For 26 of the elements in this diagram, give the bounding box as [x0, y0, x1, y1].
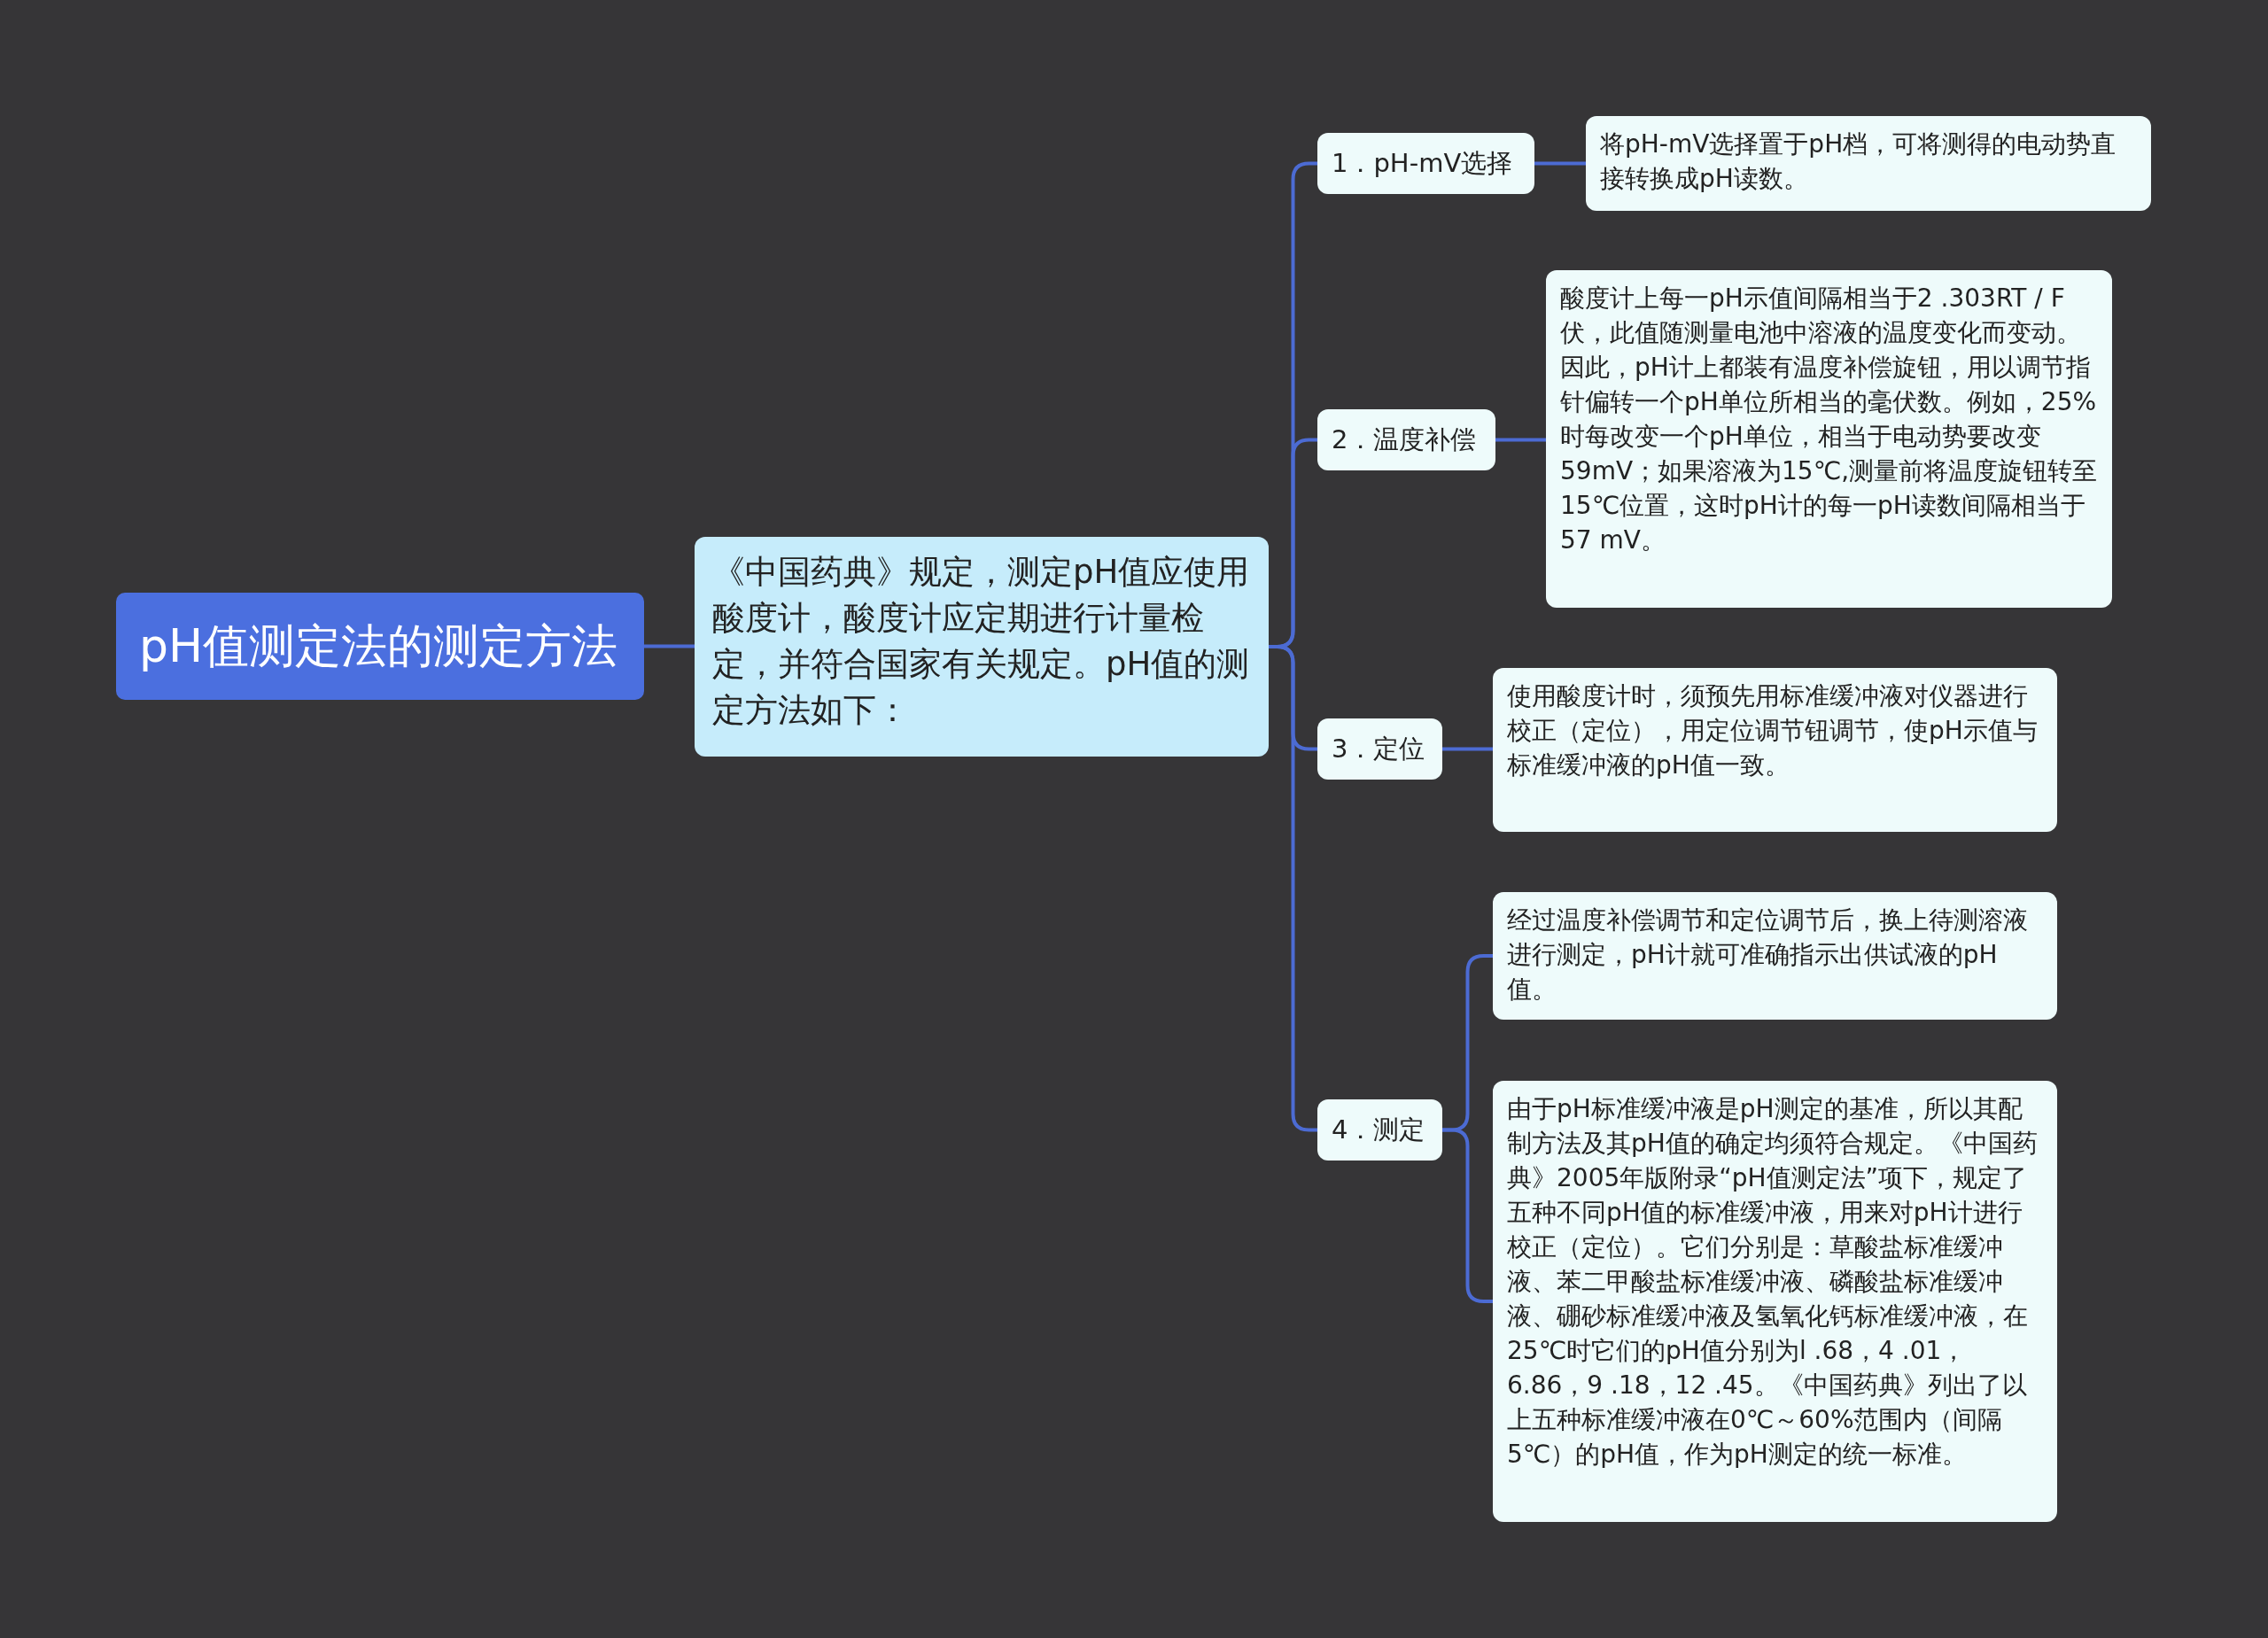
connector-line [1534, 161, 1586, 166]
description-text: 使用酸度计时，须预先用标准缓冲液对仪器进行校正（定位），用定位调节钮调节，使pH示值与标准缓冲液的pH值一致。 [1507, 680, 2039, 781]
branch-box [1317, 718, 1442, 780]
topic-label: 1．pH-mV选择 [1332, 146, 1513, 180]
topic-label: 2．温度补偿 [1332, 423, 1477, 456]
connector-line [1495, 438, 1546, 442]
detail-box [1546, 270, 2112, 608]
description-text: 经过温度补偿调节和定位调节后，换上待测溶液进行测定，pH计就可准确指示出供试液的pH值。 [1507, 904, 2029, 1005]
branch-box [1317, 133, 1534, 194]
description-text: 酸度计上每一pH示值间隔相当于2 .303RT / F伏，此值随测量电池中溶液的温度变化而变动。因此，pH计上都装有温度补偿旋钮，用以调节指针偏转一个pH单位所相当的毫伏数。例如，25%时每改变一个pH单位，相当于电动势要改变59mV；如果溶液为15℃,测量前将温度旋钮转至15℃位置，这时pH计的每一pH读数间隔相当于57 mV。 [1560, 283, 2098, 556]
connector-line [1442, 747, 1493, 751]
branch-box [1317, 409, 1495, 470]
detail-box [1493, 1081, 2057, 1522]
root-topic-box [116, 593, 644, 700]
topic-box [695, 537, 1269, 757]
connector-line [644, 644, 695, 648]
detail-box [1493, 668, 2057, 832]
topic-label: 3．定位 [1332, 732, 1425, 765]
detail-box [1493, 892, 2057, 1020]
description-text: 将pH-mV选择置于pH档，可将测得的电动势直接转换成pH读数。 [1600, 128, 2117, 195]
branch-box [1317, 1099, 1442, 1161]
topic-label: pH值测定法的测定方法 [139, 617, 618, 674]
description-text: 由于pH标准缓冲液是pH测定的基准，所以其配制方法及其pH值的确定均须符合规定。《中国药典》2005年版附录“pH值测定法”项下，规定了五种不同pH值的标准缓冲液，用来对pH计进行校正（定位）。它们分别是：草酸盐标准缓冲液、苯二甲酸盐标准缓冲液、磷酸盐标准缓冲液、硼砂标准缓冲液及氢氧化钙标准缓冲液，在25℃时它们的pH值分别为l .68，4 .01，6.86，9 .18，12 .45。《中国药典》列出了以上五种标准缓冲液在0℃～60%范围内（间隔5℃）的pH值，作为pH测定的统一标准。 [1507, 1093, 2039, 1471]
topic-label: 4．测定 [1332, 1113, 1425, 1146]
description-text: 《中国药典》规定，测定pH值应使用酸度计，酸度计应定期进行计量检定，并符合国家有关规定。pH值的测定方法如下： [712, 552, 1251, 731]
detail-box [1586, 116, 2151, 211]
